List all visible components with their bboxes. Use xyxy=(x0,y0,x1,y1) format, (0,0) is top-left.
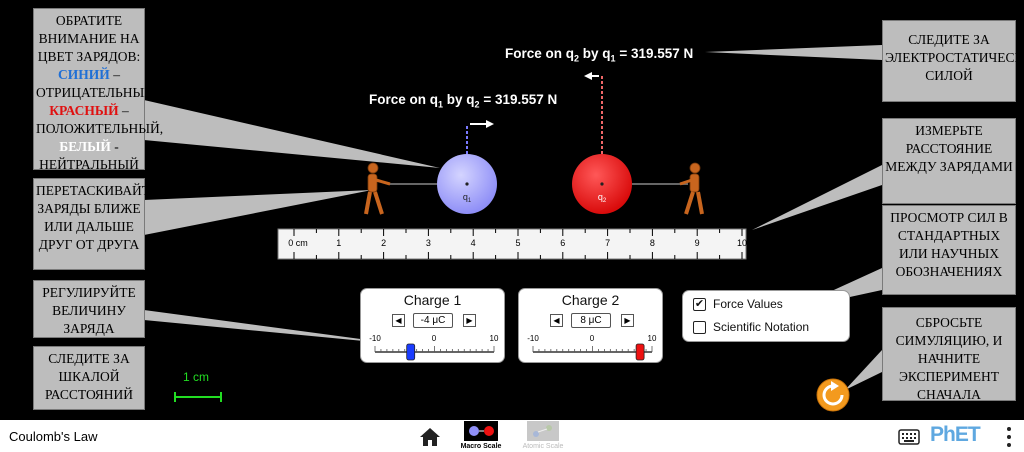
puller-left-icon xyxy=(364,162,391,215)
scale-bar xyxy=(174,392,222,402)
charge2-increment-button[interactable]: ▶ xyxy=(621,314,634,327)
menu-dots-icon[interactable] xyxy=(1005,426,1013,448)
charge-q2[interactable]: q2 xyxy=(572,154,632,214)
macro-scale-icon xyxy=(464,421,498,441)
force-values-label: Force Values xyxy=(713,297,783,311)
callout-electrostatic-force: Следите за электростатической силой xyxy=(882,20,1024,102)
charge2-mid-label: 0 xyxy=(589,334,595,343)
navigation-bar: Coulomb's Law Macro Scale Atomic Scale P… xyxy=(0,420,1024,452)
ruler-label: 0 cm xyxy=(288,238,308,248)
charge-q1-label: q1 xyxy=(463,192,472,204)
options-panel: ✔ Force Values Scientific Notation xyxy=(682,290,850,342)
callout-reset: Сбросьте симуляцию, и начните эксперимен… xyxy=(882,307,1016,402)
atomic-scale-icon xyxy=(527,421,559,441)
ruler-label: 10 xyxy=(736,238,748,248)
charge2-decrement-button[interactable]: ◀ xyxy=(550,314,563,327)
charge2-value: 8 μC xyxy=(571,313,611,328)
charge1-max-label: 10 xyxy=(489,334,499,343)
reset-icon xyxy=(822,381,844,406)
callout-distance-scale: Следите за шкалой расстояний xyxy=(33,346,145,410)
ruler-label: 9 xyxy=(694,238,700,248)
charge-scene: q1 q2 xyxy=(277,72,747,260)
callout-notation: Просмотр сил в стандартных или научных о… xyxy=(882,205,1016,295)
ruler-label: 2 xyxy=(381,238,387,248)
force-values-option[interactable]: ✔ Force Values xyxy=(693,297,783,311)
charge1-decrement-button[interactable]: ◀ xyxy=(392,314,405,327)
charge1-mid-label: 0 xyxy=(431,334,437,343)
charge1-value: -4 μC xyxy=(413,313,453,328)
charge2-min-label: -10 xyxy=(527,334,539,343)
ruler-label: 7 xyxy=(605,238,611,248)
charge2-panel: Charge 2 ◀ 8 μC ▶ -10 0 10 xyxy=(518,288,663,363)
charge2-slider[interactable] xyxy=(519,289,664,364)
callout-charge-colors: Обратите внимание на цвет зарядов: синий… xyxy=(33,8,163,172)
scientific-notation-checkbox[interactable] xyxy=(693,320,706,334)
pointer-colors xyxy=(144,100,440,168)
macro-scale-label: Macro Scale xyxy=(460,443,502,450)
ruler-label: 3 xyxy=(425,238,431,248)
callout-measure-distance: Измерьте расстояние между зарядами xyxy=(882,118,1016,204)
charge1-panel: Charge 1 ◀ -4 μC ▶ -10 0 10 xyxy=(360,288,505,363)
charge1-title: Charge 1 xyxy=(403,292,462,308)
charge2-max-label: 10 xyxy=(647,334,657,343)
ruler-label: 4 xyxy=(470,238,476,248)
ruler-label: 5 xyxy=(515,238,521,248)
slider-thumb[interactable] xyxy=(406,343,416,361)
force-label-q2: Force on q2 by q1 = 319.557 N xyxy=(505,46,694,64)
ruler[interactable] xyxy=(277,228,747,260)
callout-pointers xyxy=(144,45,882,390)
sim-title: Coulomb's Law xyxy=(9,429,98,444)
scientific-notation-label: Scientific Notation xyxy=(713,320,810,334)
callout-adjust-charge: Регулируйте величину заряда xyxy=(33,280,145,338)
ruler-label: 8 xyxy=(649,238,655,248)
pointer-measure xyxy=(752,165,882,230)
pointer-adjust xyxy=(144,310,405,345)
charge-q2-label: q2 xyxy=(598,192,607,204)
ruler-label: 1 xyxy=(336,238,342,248)
charge2-title: Charge 2 xyxy=(561,292,620,308)
pointer-drag xyxy=(144,190,372,235)
phet-logo[interactable]: PhET xyxy=(930,423,981,446)
atomic-scale-label: Atomic Scale xyxy=(522,443,564,450)
slider-thumb[interactable] xyxy=(635,343,645,361)
keyboard-icon[interactable] xyxy=(898,429,920,445)
scale-label: 1 cm xyxy=(183,370,210,384)
puller-right-icon xyxy=(679,162,704,215)
home-icon[interactable] xyxy=(419,427,441,447)
reset-all-button[interactable] xyxy=(815,377,851,413)
screen-macro-scale[interactable]: Macro Scale xyxy=(455,420,507,452)
pointer-reset xyxy=(845,350,882,390)
force-values-checkbox[interactable]: ✔ xyxy=(693,297,706,311)
pointer-force xyxy=(705,45,882,60)
charge1-slider[interactable] xyxy=(361,289,506,364)
force-label-q1: Force on q1 by q2 = 319.557 N xyxy=(369,92,558,110)
scientific-notation-option[interactable]: Scientific Notation xyxy=(693,320,809,334)
callout-drag-charges: Перетаскивайте заряды ближе или дальше д… xyxy=(33,178,158,270)
simulation-area: Обратите внимание на цвет зарядов: синий… xyxy=(33,8,1024,413)
ruler-label: 6 xyxy=(560,238,566,248)
charge1-increment-button[interactable]: ▶ xyxy=(463,314,476,327)
charge1-min-label: -10 xyxy=(369,334,381,343)
screen-atomic-scale[interactable]: Atomic Scale xyxy=(514,420,572,452)
charge-q1[interactable]: q1 xyxy=(437,154,497,214)
